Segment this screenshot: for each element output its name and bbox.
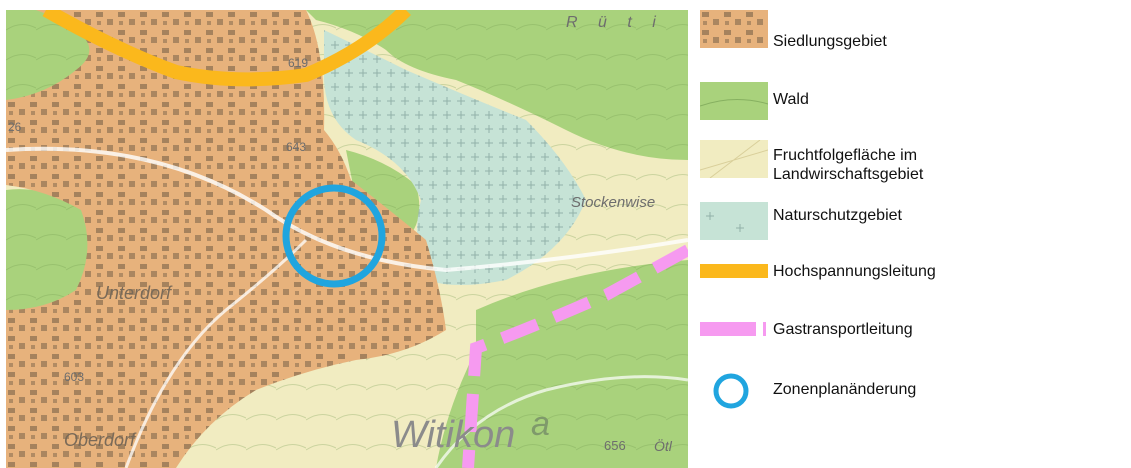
legend-label-power-line: Hochspannungsleitung (773, 263, 936, 280)
nature-reserve-swatch (700, 202, 768, 240)
elevation-label-619: 619 (288, 56, 309, 70)
road (6, 146, 688, 273)
forest-swatch (700, 82, 768, 120)
legend-label-crop-rotation: Fruchtfolgefläche im Landwirschaftsgebie… (773, 147, 924, 183)
elevation-label-26: 26 (8, 120, 22, 134)
elevation-label-656: 656 (604, 438, 626, 453)
zoning-map: R ü t i Stockenwise Unterdorf Oberdorf W… (6, 10, 688, 468)
legend-label-forest: Wald (773, 91, 809, 108)
elevation-label-603: 603 (64, 370, 85, 384)
place-label-stockenwise: Stockenwise (571, 194, 656, 211)
power-line (42, 10, 411, 87)
legend-item-settlement: Siedlungsgebiet (700, 10, 1120, 50)
road (434, 375, 688, 468)
legend-item-nature-reserve: Naturschutzgebiet (700, 202, 1120, 242)
place-label-otl: Ötl (654, 438, 672, 454)
legend-label-settlement: Siedlungsgebiet (773, 33, 887, 50)
zoning-change-marker (282, 184, 386, 288)
settlement-swatch (700, 10, 768, 48)
place-label-ruti: R ü t i (566, 14, 664, 31)
elevation-label-643: 643 (286, 140, 307, 154)
map-legend: Siedlungsgebiet Wald Fruchtfolgefläche i… (700, 10, 1120, 460)
legend-item-forest: Wald (700, 82, 1120, 122)
place-label-oberdorf: Oberdorf (64, 430, 136, 450)
map-canvas (6, 10, 688, 468)
road (124, 238, 308, 468)
legend-label-nature-reserve: Naturschutzgebiet (773, 207, 902, 224)
legend-item-zoning-change: Zonenplanänderung (700, 372, 1120, 412)
crop-rotation-swatch (700, 140, 768, 178)
place-label-unterdorf: Unterdorf (96, 283, 172, 303)
zoning-change-swatch (713, 373, 749, 409)
place-label-a: a (531, 405, 550, 443)
power-line-swatch (700, 264, 768, 278)
place-label-witikon: Witikon (391, 414, 516, 456)
gas-pipeline (462, 244, 688, 468)
legend-label-zoning-change: Zonenplanänderung (773, 381, 917, 398)
legend-item-crop-rotation: Fruchtfolgefläche im Landwirschaftsgebie… (700, 140, 1120, 190)
legend-item-gas-pipeline: Gastransportleitung (700, 320, 1120, 344)
gas-pipeline-swatch (700, 322, 768, 338)
legend-item-power-line: Hochspannungsleitung (700, 262, 1120, 286)
legend-label-gas-pipeline: Gastransportleitung (773, 321, 913, 338)
